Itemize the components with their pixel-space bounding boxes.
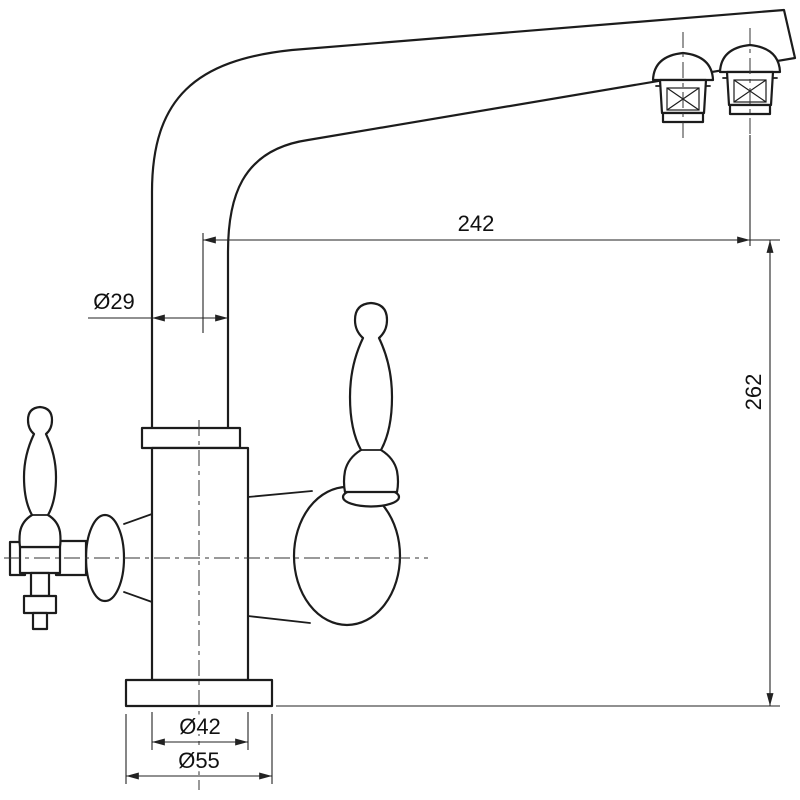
valve-cap <box>22 594 58 615</box>
faucet-body <box>150 446 250 682</box>
handle-right-silhouette <box>342 301 400 494</box>
mount-cone-top-line <box>247 490 313 498</box>
dimension-label-base-diameter: Ø55 <box>178 748 220 773</box>
dimension-label-height: 262 <box>741 374 766 411</box>
outlet-hatch-box <box>666 87 700 111</box>
centerlines <box>4 28 751 790</box>
valve-body <box>18 545 62 575</box>
dimension-label-body-diameter: Ø42 <box>179 714 221 739</box>
dimension-label-pipe-diameter: Ø29 <box>93 289 135 314</box>
dimension-height: 262 <box>276 240 780 707</box>
handle-right-mount <box>247 485 402 627</box>
dimension-label-spout-reach: 242 <box>458 211 495 236</box>
mount-housing <box>292 485 402 627</box>
valve-stem <box>29 571 51 598</box>
dimension-spout-reach: 242 <box>202 135 780 333</box>
dimension-pipe-diameter: Ø29 <box>88 289 228 322</box>
valve-tip <box>31 611 49 631</box>
valve-cone-bottom-line <box>123 591 153 603</box>
faucet-outline <box>150 8 797 434</box>
handle-left-silhouette <box>18 405 62 549</box>
handle-right <box>342 301 400 494</box>
valve-cone-top-line <box>123 513 153 525</box>
handle-left <box>18 405 62 549</box>
mount-cone-bottom-line <box>247 615 311 624</box>
dimension-body-diameter: Ø42 <box>151 711 249 750</box>
riser-collar <box>140 426 242 450</box>
dimension-base-diameter: Ø55 <box>125 714 273 784</box>
spout-and-riser-pipe <box>150 8 797 434</box>
